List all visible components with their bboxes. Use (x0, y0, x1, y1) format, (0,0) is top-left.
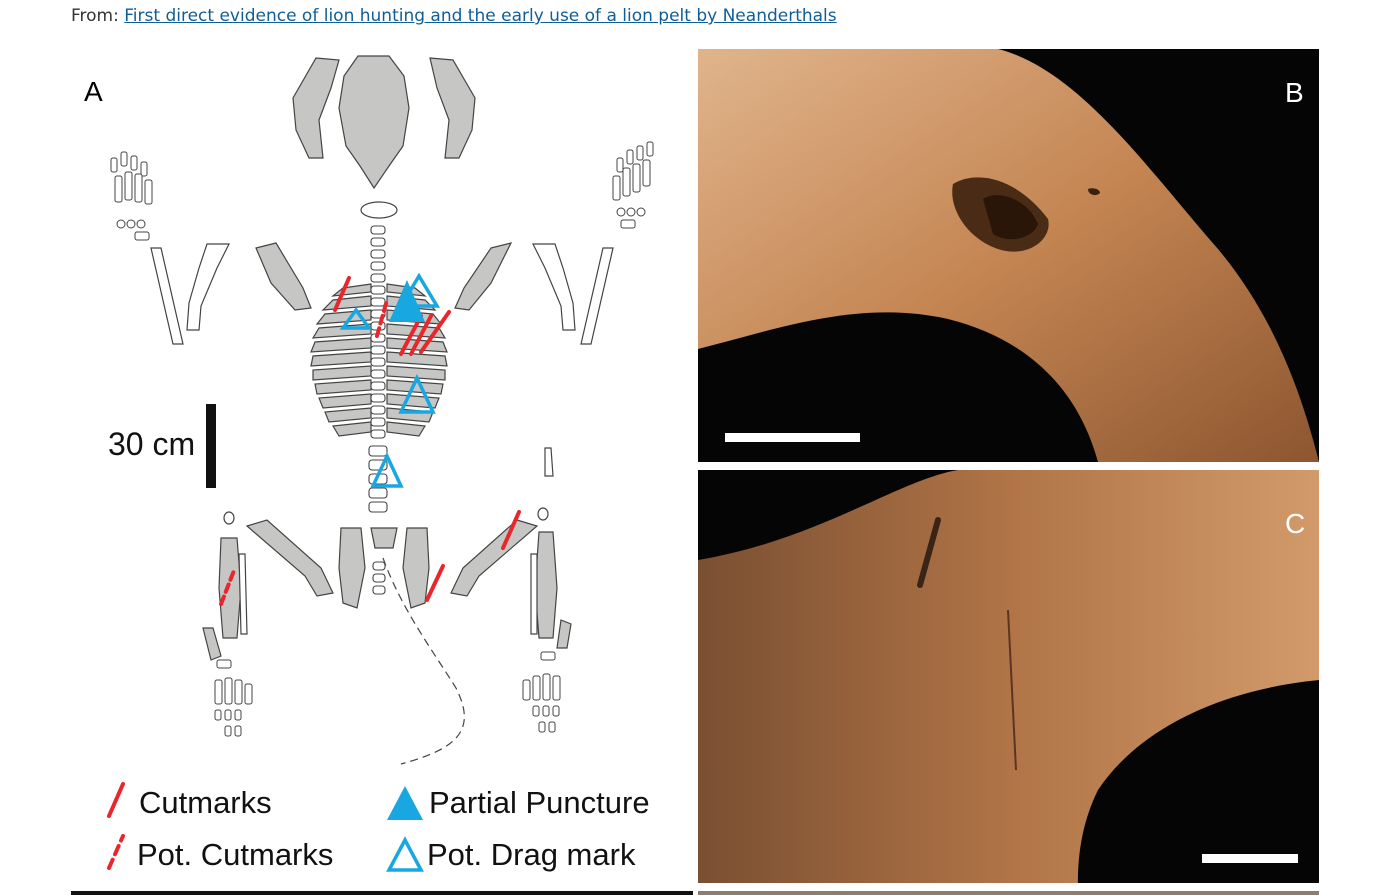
calcaneus-right (556, 619, 572, 649)
panel-b-bone-image (698, 49, 1319, 462)
ribs-left (310, 283, 372, 437)
scale-bar-b (725, 433, 860, 442)
paws (110, 141, 654, 737)
patella-left (223, 511, 235, 525)
calcaneus-left (202, 627, 222, 661)
pelvis-right (402, 527, 430, 609)
drag-mark-triangles (339, 272, 441, 488)
legend-drag-mark-symbol (386, 836, 424, 872)
panel-label-b: B (1285, 77, 1304, 108)
tibia-left (218, 537, 242, 639)
skeleton-drawing (107, 55, 654, 872)
scale-bar (206, 404, 216, 488)
source-prefix: From: (71, 6, 119, 26)
front-paw-right (612, 141, 654, 229)
legend-label-partial-puncture: Partial Puncture (429, 785, 650, 820)
legend-label-pot-drag-mark: Pot. Drag mark (427, 837, 636, 872)
skull (338, 55, 410, 190)
atlas (360, 201, 398, 219)
partial-puncture-triangle (389, 280, 425, 322)
fibula-left (238, 553, 248, 635)
article-title-link[interactable]: First direct evidence of lion hunting an… (124, 6, 837, 26)
humerus-right (532, 243, 576, 331)
source-citation: From: First direct evidence of lion hunt… (71, 6, 837, 26)
panel-label-c: C (1285, 508, 1306, 539)
panel-a-bottom-border (71, 891, 693, 895)
mandible-right (429, 57, 476, 159)
patella-right (537, 507, 549, 521)
pelvis-left (338, 527, 366, 609)
radius-right (580, 247, 614, 345)
radius-left (150, 247, 184, 345)
legend-cutmark-symbol (107, 782, 125, 818)
mandible-left (292, 57, 340, 159)
legend-label-cutmarks: Cutmarks (139, 785, 272, 820)
fibula-right (530, 553, 538, 635)
panel-label-a: A (84, 76, 103, 107)
legend-partial-puncture-symbol (387, 786, 423, 820)
panel-c-photo: C (698, 470, 1319, 883)
next-photo-edge (698, 891, 1319, 895)
scale-bar-label: 30 cm (108, 426, 196, 462)
front-paw-left (110, 151, 153, 241)
panel-a-skeleton-diagram: A 30 cm Cutmarks Partial Puncture Pot. C… (71, 48, 693, 895)
humerus-left (186, 243, 230, 331)
femur-right (450, 519, 539, 597)
scapula-right (454, 242, 513, 311)
cutmark-lines (219, 276, 521, 606)
scale-bar-c (1202, 854, 1298, 863)
hind-paw-left (214, 659, 253, 737)
tibia-right (534, 531, 558, 639)
legend-pot-cutmark-symbol (107, 834, 125, 870)
femur-left (245, 519, 334, 597)
legend-label-pot-cutmarks: Pot. Cutmarks (137, 837, 334, 872)
baculum (544, 447, 554, 477)
hind-paw-right (522, 651, 561, 733)
panel-c-bone-image (698, 470, 1319, 883)
panel-b-photo: B (698, 49, 1319, 462)
sacrum (370, 527, 398, 549)
tail (382, 557, 465, 765)
scapula-left (255, 242, 312, 311)
